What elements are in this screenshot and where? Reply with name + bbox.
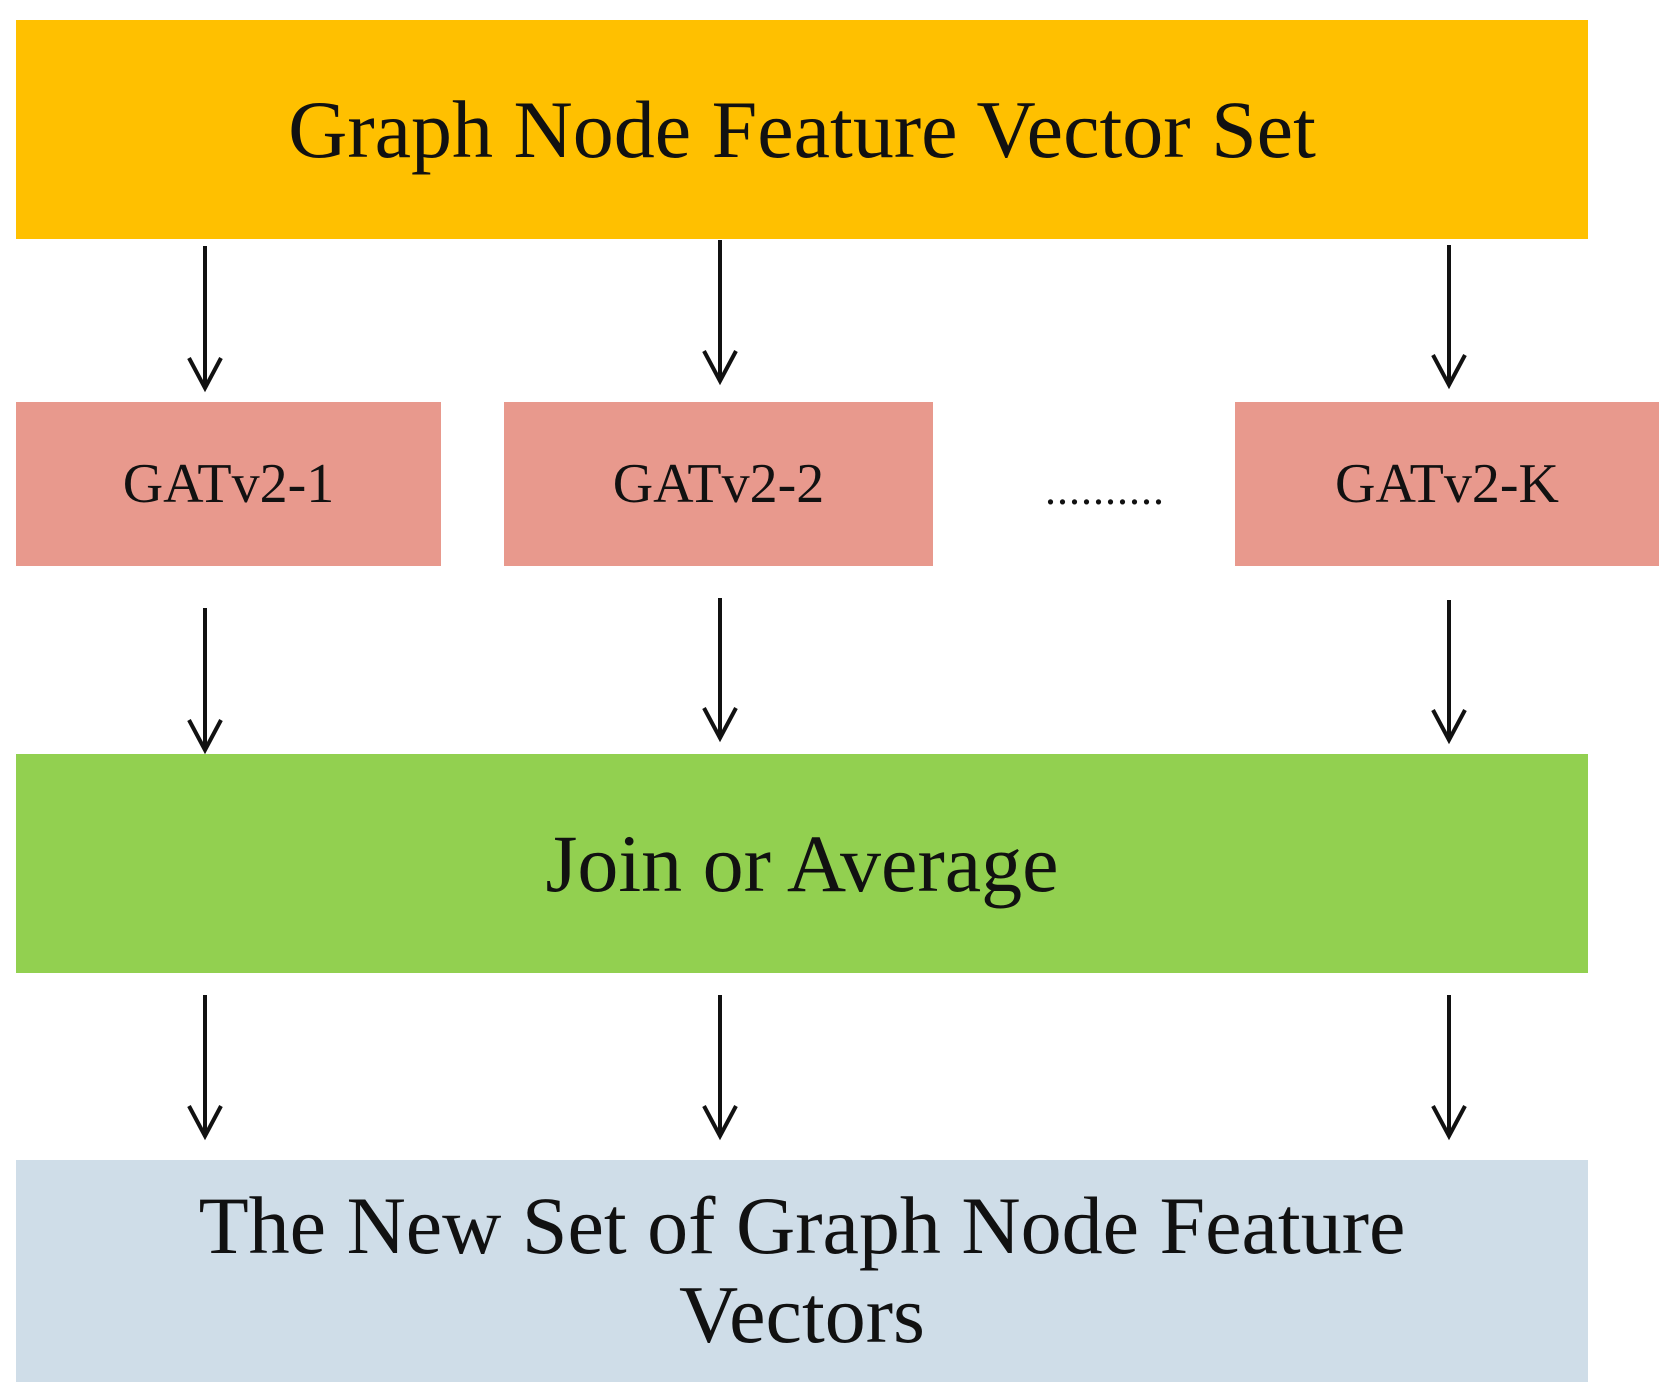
input-feature-set-box: Graph Node Feature Vector Set [16,20,1588,239]
gatv2-head-1-label: GATv2-1 [122,453,335,515]
gatv2-head-k-label: GATv2-K [1335,453,1559,515]
arrow-head [702,707,738,743]
arrow-head [187,357,223,393]
join-or-average-label: Join or Average [545,817,1059,909]
input-feature-set-label: Graph Node Feature Vector Set [288,83,1316,175]
gatv2-head-2-box: GATv2-2 [504,402,933,566]
arrow-head [1431,709,1467,745]
arrow-input-to-head-1 [187,246,223,393]
arrow-head [187,719,223,755]
join-or-average-box: Join or Average [16,754,1588,973]
arrow-head [702,350,738,386]
gatv2-head-2-label: GATv2-2 [612,453,825,515]
arrow-head [702,1105,738,1141]
arrow-join-to-output-2 [702,995,738,1141]
arrow-input-to-head-2 [702,240,738,386]
arrow-join-to-output-1 [187,995,223,1141]
gatv2-head-k-box: GATv2-K [1235,402,1659,566]
arrow-head [1431,354,1467,390]
arrow-head-1-to-join [187,608,223,755]
arrow-head-2-to-join [702,598,738,743]
arrow-head [1431,1105,1467,1141]
heads-ellipsis: .......... [1045,465,1165,514]
arrow-join-to-output-k [1431,995,1467,1141]
arrow-head-k-to-join [1431,600,1467,745]
arrow-head [187,1105,223,1141]
arrow-input-to-head-k [1431,245,1467,390]
gatv2-head-1-box: GATv2-1 [16,402,441,566]
output-feature-set-box: The New Set of Graph Node Feature Vector… [16,1160,1588,1382]
output-feature-set-label: The New Set of Graph Node Feature Vector… [198,1180,1406,1360]
arrow-group [187,240,1467,1141]
